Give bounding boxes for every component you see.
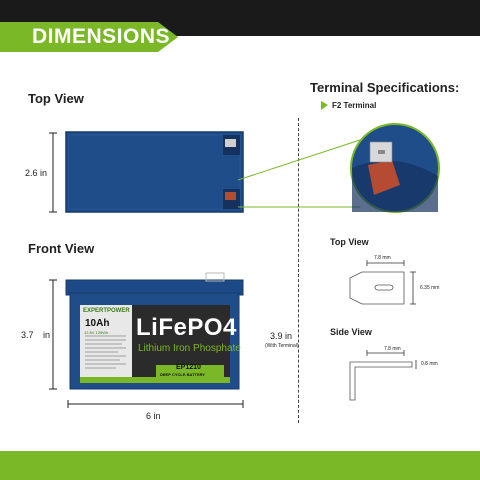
terminal-height-note: (With Terminal)	[265, 343, 299, 349]
battery-top-view	[65, 131, 244, 213]
battery-model: EP1210	[176, 364, 201, 371]
terminal-top-view-title: Top View	[330, 237, 369, 247]
front-view-width-label: 6 in	[146, 411, 161, 421]
battery-capacity: 10Ah	[85, 318, 110, 329]
battery-type: DEEP CYCLE BATTERY	[160, 372, 206, 377]
terminal-height-label: 3.9 in	[270, 331, 293, 341]
terminal-top-height: 6.35 mm	[420, 285, 440, 291]
terminal-spec-title: Terminal Specifications:	[310, 80, 460, 95]
battery-voltage: 12.8V 128Wh	[84, 330, 109, 335]
footer-bar	[0, 451, 480, 480]
battery-brand: EXPERTPOWER	[83, 308, 130, 314]
page-title: DIMENSIONS	[32, 25, 171, 48]
front-view-title: Front View	[28, 241, 95, 256]
front-view-height-unit: in	[43, 330, 51, 340]
terminal-side-view-title: Side View	[330, 327, 372, 337]
terminal-closeup	[350, 123, 440, 213]
terminal-side-thickness: 0.8 mm	[421, 361, 438, 367]
positive-terminal	[225, 139, 236, 147]
top-view-title: Top View	[28, 91, 84, 106]
terminal-side-drawing	[349, 350, 417, 401]
battery-front-view	[65, 272, 244, 390]
terminal-top-width: 7.8 mm	[374, 255, 391, 261]
negative-terminal	[225, 192, 236, 200]
terminal-top-drawing	[349, 260, 416, 305]
battery-chemistry: LiFePO4	[136, 314, 237, 341]
terminal-arrow-icon	[321, 101, 328, 110]
title-banner	[0, 22, 178, 52]
top-view-height-label: 2.6 in	[25, 168, 48, 178]
terminal-side-width: 7.8 mm	[384, 346, 401, 352]
terminal-type-label: F2 Terminal	[332, 101, 377, 110]
section-divider	[298, 118, 299, 423]
battery-subtitle: Lithium Iron Phosphate	[138, 343, 241, 354]
front-view-height-number: 3.7	[21, 330, 34, 340]
